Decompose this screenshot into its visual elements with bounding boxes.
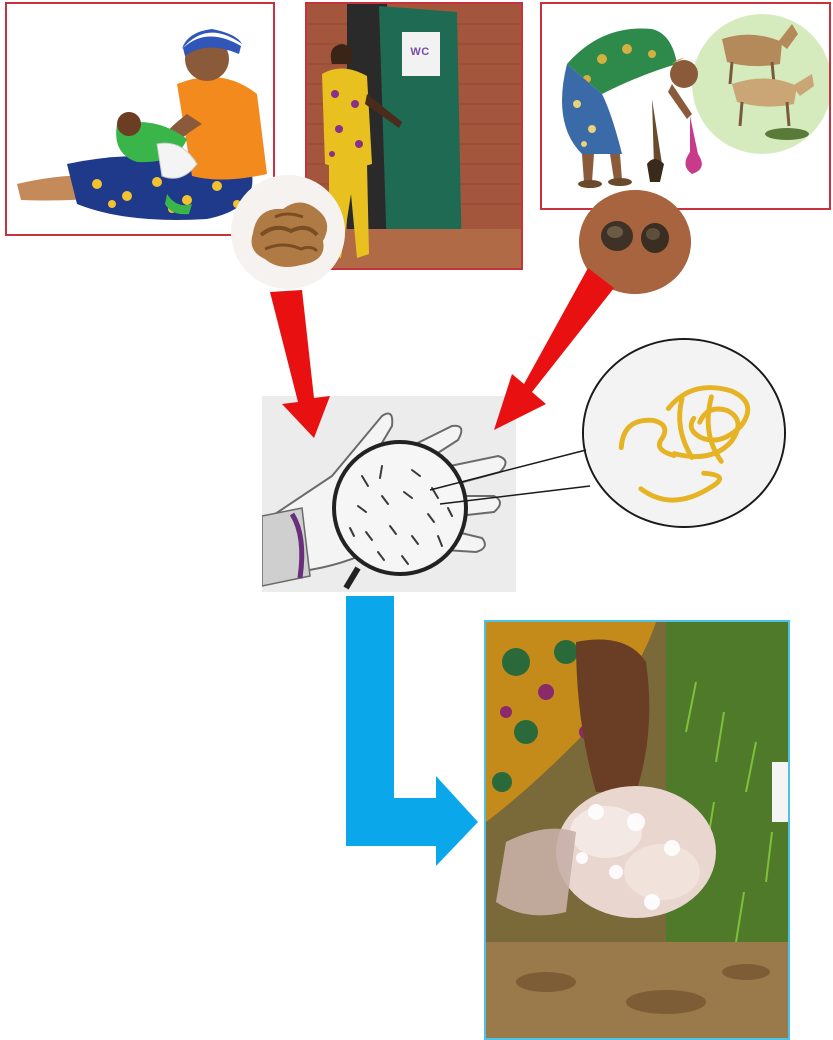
feces-icon [231,175,345,289]
woman-herding-goats-panel [540,2,831,210]
mother-cleaning-child-illustration [7,4,273,234]
roundworms-inset [582,338,786,528]
goats-illustration [542,4,829,208]
animal-droppings-icon [579,190,691,294]
arrow-hand-to-handwashing [346,596,478,866]
latrine-sign-text: WC [401,30,439,74]
handwashing-with-soap-panel [484,620,790,1040]
magnified-hand-illustration [262,396,516,592]
human-feces-inset [231,175,345,289]
handwashing-photo [486,622,788,1038]
animal-droppings-inset [579,190,691,294]
hand-with-worm-eggs-panel [262,396,516,592]
roundworm-icon [584,340,784,526]
mother-changing-diaper-panel [5,2,275,236]
